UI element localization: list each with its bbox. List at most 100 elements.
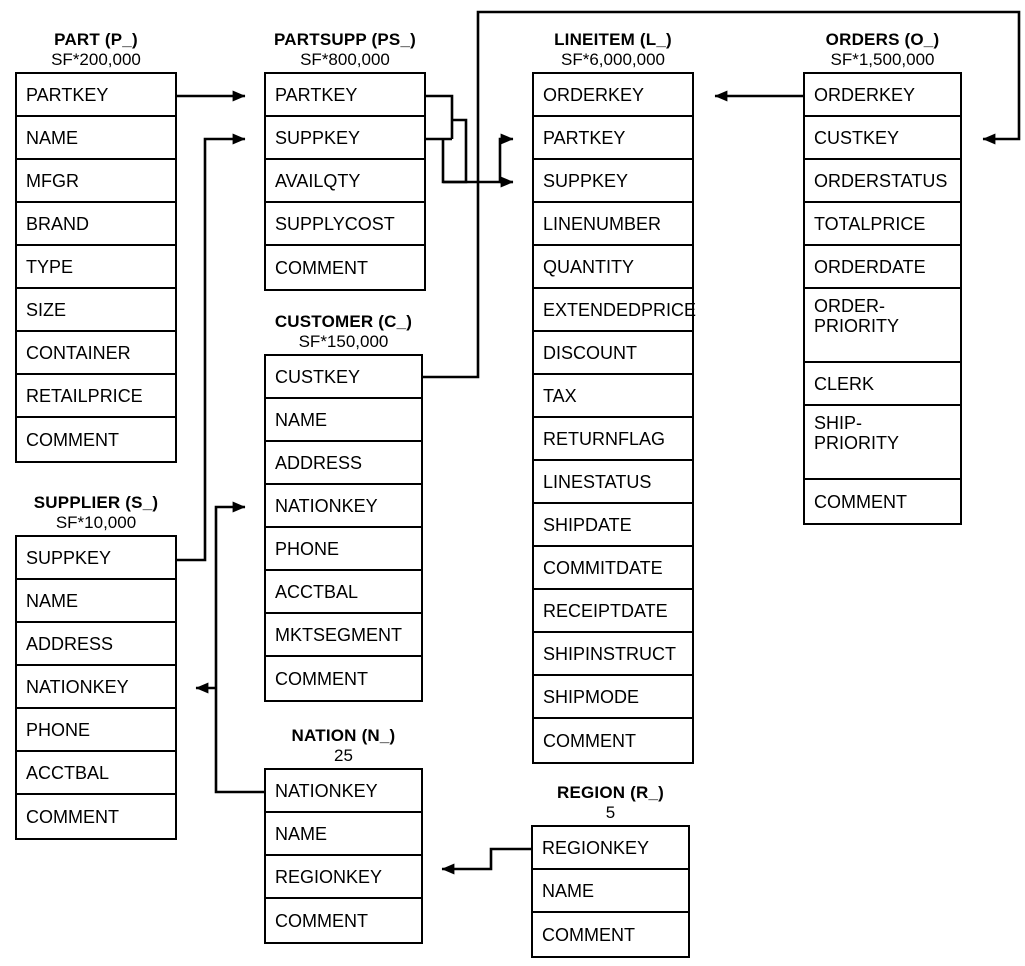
field-line: PRIORITY <box>814 316 900 336</box>
field-orders-ship-priority: SHIP-PRIORITY <box>805 406 960 480</box>
field-orders-orderkey: ORDERKEY <box>805 74 960 117</box>
field-orders-orderdate: ORDERDATE <box>805 246 960 289</box>
field-region-comment: COMMENT <box>542 924 635 945</box>
field-part-type: TYPE <box>17 246 175 289</box>
wire-partsupp-merge-trunk <box>441 118 468 184</box>
field-nation-nationkey: NATIONKEY <box>266 770 421 813</box>
field-lineitem-returnflag: RETURNFLAG <box>534 418 692 461</box>
table-cardinality-partsupp: SF*800,000 <box>300 50 390 69</box>
field-line: PRIORITY <box>814 433 900 453</box>
field-part-brand: BRAND <box>17 203 175 246</box>
wire-partsupp-partkey-merge <box>426 94 454 139</box>
field-region-regionkey: REGIONKEY <box>533 827 688 870</box>
field-partsupp-partkey: PARTKEY <box>266 74 424 117</box>
field-customer-nationkey: NATIONKEY <box>266 485 421 528</box>
field-line: ORDER- <box>814 296 885 316</box>
table-title-orders: ORDERS (O_) <box>825 30 940 49</box>
field-orders-totalprice: TOTALPRICE <box>805 203 960 246</box>
field-customer-phone: PHONE <box>266 528 421 571</box>
field-part-partkey: PARTKEY <box>17 74 175 117</box>
wire-supplier-suppkey-to-partsupp <box>177 133 246 562</box>
table-title-lineitem: LINEITEM (L_) <box>554 30 672 49</box>
field-orders-order-priority: ORDER-PRIORITY <box>805 289 960 363</box>
table-cardinality-nation: 25 <box>334 746 353 765</box>
field-lineitem-suppkey: SUPPKEY <box>534 160 692 203</box>
field-lineitem-shipinstruct: SHIPINSTRUCT <box>534 633 692 676</box>
field-orders-orderstatus: ORDERSTATUS <box>805 160 960 203</box>
field-supplier-nationkey: NATIONKEY <box>17 666 175 709</box>
field-lineitem-shipmode: SHIPMODE <box>534 676 692 719</box>
field-customer-mktsegment: MKTSEGMENT <box>266 614 421 657</box>
field-lineitem-comment: COMMENT <box>543 730 636 751</box>
field-nation-comment: COMMENT <box>275 910 368 931</box>
field-supplier-suppkey: SUPPKEY <box>17 537 175 580</box>
field-part-retailprice: RETAILPRICE <box>17 375 175 418</box>
field-orders-clerk: CLERK <box>805 363 960 406</box>
field-orders-custkey: CUSTKEY <box>805 117 960 160</box>
field-part-name: NAME <box>17 117 175 160</box>
wire-customer-custkey-to-orders <box>423 10 1021 379</box>
field-partsupp-availqty: AVAILQTY <box>266 160 424 203</box>
field-supplier-phone: PHONE <box>17 709 175 752</box>
field-partsupp-comment: COMMENT <box>275 257 368 278</box>
field-lineitem-shipdate: SHIPDATE <box>534 504 692 547</box>
field-part-comment: COMMENT <box>26 429 119 450</box>
field-lineitem-commitdate: COMMITDATE <box>534 547 692 590</box>
field-customer-custkey: CUSTKEY <box>266 356 421 399</box>
wire-region-regionkey-to-nation <box>441 847 531 875</box>
field-customer-comment: COMMENT <box>275 668 368 689</box>
wire-nation-nationkey-trunk <box>214 501 264 794</box>
field-lineitem-linestatus: LINESTATUS <box>534 461 692 504</box>
table-title-region: REGION (R_) <box>556 783 665 802</box>
field-nation-regionkey: REGIONKEY <box>266 856 421 899</box>
field-part-container: CONTAINER <box>17 332 175 375</box>
field-lineitem-extendedprice: EXTENDEDPRICE <box>534 289 696 332</box>
field-lineitem-discount: DISCOUNT <box>534 332 692 375</box>
table-title-customer: CUSTOMER (C_) <box>274 312 413 331</box>
table-title-partsupp: PARTSUPP (PS_) <box>274 30 416 49</box>
field-part-size: SIZE <box>17 289 175 332</box>
field-lineitem-orderkey: ORDERKEY <box>534 74 692 117</box>
table-cardinality-supplier: SF*10,000 <box>55 513 137 532</box>
table-title-nation: NATION (N_) <box>291 726 396 745</box>
table-cardinality-orders: SF*1,500,000 <box>830 50 935 69</box>
field-line: SHIP- <box>814 413 863 433</box>
field-supplier-name: NAME <box>17 580 175 623</box>
field-customer-address: ADDRESS <box>266 442 421 485</box>
field-supplier-comment: COMMENT <box>26 806 119 827</box>
table-cardinality-customer: SF*150,000 <box>298 332 389 351</box>
field-region-name: NAME <box>533 870 688 913</box>
field-customer-acctbal: ACCTBAL <box>266 571 421 614</box>
field-lineitem-quantity: QUANTITY <box>534 246 692 289</box>
table-cardinality-lineitem: SF*6,000,000 <box>561 50 665 69</box>
field-orders-comment: COMMENT <box>814 491 907 512</box>
field-partsupp-supplycost: SUPPLYCOST <box>266 203 424 246</box>
table-title-part: PART (P_) <box>54 30 138 49</box>
field-nation-name: NAME <box>266 813 421 856</box>
field-supplier-acctbal: ACCTBAL <box>17 752 175 795</box>
table-cardinality-region: 5 <box>605 803 616 822</box>
field-part-mfgr: MFGR <box>17 160 175 203</box>
field-customer-name: NAME <box>266 399 421 442</box>
table-title-supplier: SUPPLIER (S_) <box>33 493 159 512</box>
field-lineitem-partkey: PARTKEY <box>534 117 692 160</box>
field-lineitem-tax: TAX <box>534 375 692 418</box>
wire-merge-to-lineitem-split <box>443 133 514 184</box>
